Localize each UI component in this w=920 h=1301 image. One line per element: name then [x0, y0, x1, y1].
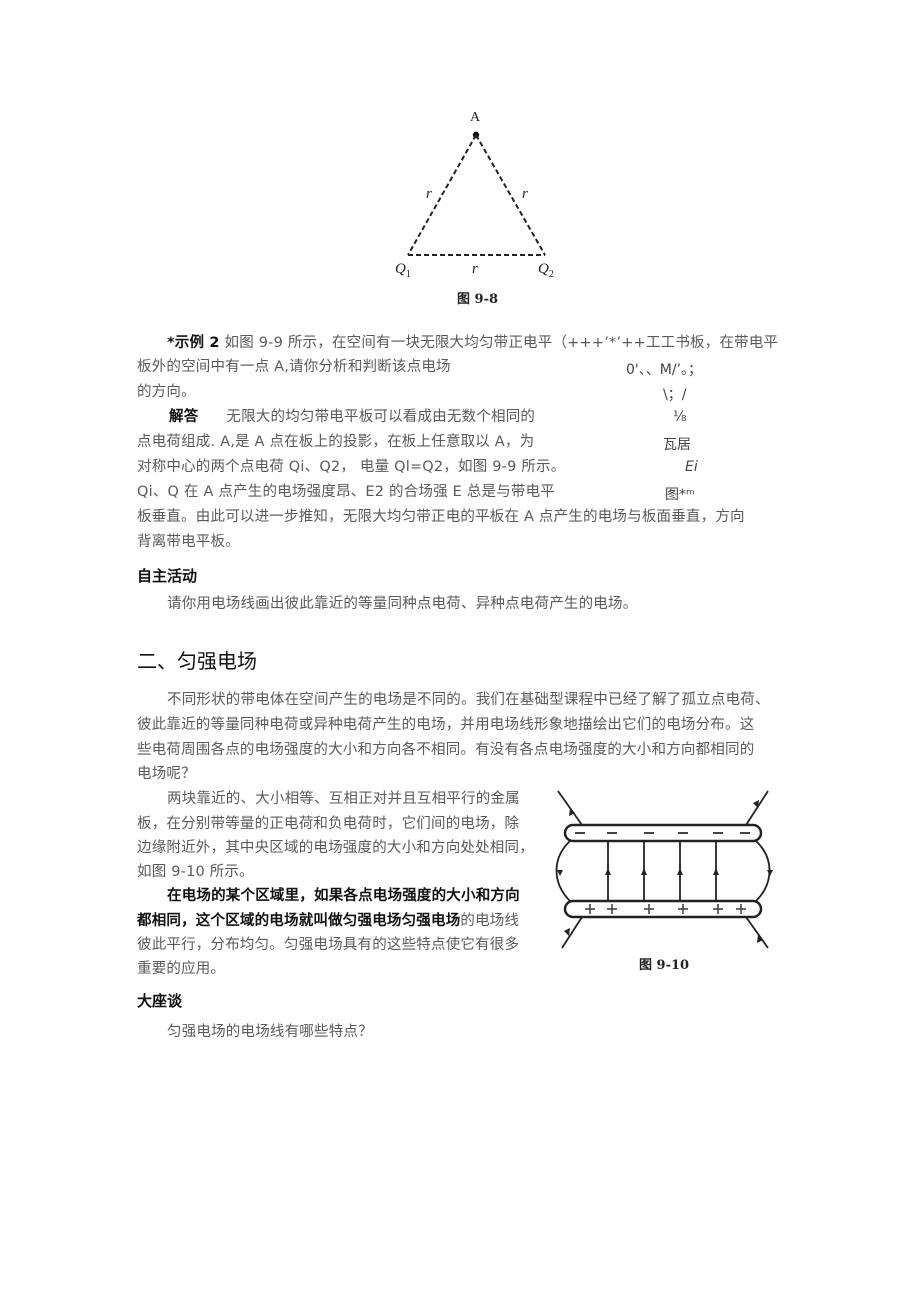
- section2-para2-line1: 两块靠近的、大小相等、互相正对并且互相平行的金属: [167, 791, 520, 807]
- figure-caption-9-10: 图 9-10: [639, 958, 690, 973]
- example2-line1: *示例 2 如图 9-9 所示，在空间有一块无限大均匀带正电平（+++’*’++…: [167, 335, 779, 351]
- example-marker: *示例 2: [167, 335, 220, 351]
- figure-9-8: A r r r Q1 Q2 图 9-8: [385, 108, 575, 308]
- section-heading: 二、匀强电场: [137, 649, 257, 673]
- equilateral-triangle-diagram: [407, 131, 546, 256]
- section2-para2-line3: 边缘附近外，其中央区域的电场强度的大小和方向处处相同，: [137, 840, 534, 856]
- answer-line6: 背离带电平板。: [137, 534, 240, 550]
- definition-line1: 在电场的某个区域里，如果各点电场强度的大小和方向: [167, 888, 520, 904]
- section2-para1-line3: 些电荷周围各点的电场强度的大小和方向各不相同。有没有各点电场强度的大小和方向都相…: [137, 742, 755, 758]
- activity-heading: 自主活动: [137, 567, 198, 585]
- example2-line3: 的方向。: [137, 384, 196, 400]
- section2-para1-line2: 彼此靠近的等量同种电荷或异种电荷产生的电场，并用电场线形象地描绘出它们的电场分布…: [137, 717, 755, 733]
- charge-label-q1: Q1: [395, 261, 411, 280]
- discussion-heading: 大座谈: [137, 992, 183, 1010]
- parallel-plates-field-diagram: [555, 790, 773, 949]
- side-label-bottom: r: [472, 261, 478, 277]
- activity-text: 请你用电场线画出彼此靠近的等量同种点电荷、异种点电荷产生的电场。: [167, 596, 638, 612]
- figure-9-10: 图 9-10: [552, 788, 778, 978]
- answer-ocr-artifact-2: 瓦居: [663, 437, 691, 453]
- answer-line2: 点电荷组成. A,是 A 点在板上的投影，在板上任意取以 A，为: [137, 434, 535, 450]
- answer-ocr-artifact-3: Ei: [685, 459, 698, 475]
- side-label-left: r: [426, 186, 432, 202]
- discussion-text: 匀强电场的电场线有哪些特点？: [167, 1024, 373, 1040]
- section2-para2-line4: 如图 9-10 所示。: [137, 864, 254, 880]
- section2-para2-line2: 板，在分别带等量的正电荷和负电荷时，它们间的电场，除: [137, 816, 520, 832]
- answer-line4: Qi、Q 在 A 点产生的电场强度昂、E2 的合场强 E 总是与带电平: [137, 484, 555, 500]
- answer-ocr-artifact-4: 图*ᵐ: [665, 487, 695, 503]
- figure-caption-9-8: 图 9-8: [457, 292, 499, 307]
- answer-line5: 板垂直。由此可以进一步推知，无限大均匀带正电的平板在 A 点产生的电场与板面垂直…: [137, 509, 745, 525]
- charge-label-q2: Q2: [538, 261, 554, 280]
- side-label-right: r: [522, 186, 528, 202]
- definition-line2: 都相同，这个区域的电场就叫做匀强电场匀强电场的电场线: [137, 913, 520, 929]
- vertex-label-a: A: [470, 110, 481, 125]
- example2-ocr-artifact-2: \；/: [663, 387, 687, 403]
- section2-para3-line3: 彼此平行，分布均匀。匀强电场具有的这些特点使它有很多: [137, 937, 520, 953]
- answer-label: 解答: [169, 409, 199, 425]
- answer-ocr-artifact-1: ⅛: [673, 409, 687, 425]
- section2-para1-line4: 电场呢？: [137, 766, 196, 782]
- answer-line3: 对称中心的两个点电荷 Qi、Q2， 电量 Ql=Q2，如图 9-9 所示。: [137, 459, 566, 475]
- section2-para1-line1: 不同形状的带电体在空间产生的电场是不同的。我们在基础型课程中已经了解了孤立点电荷…: [167, 692, 770, 708]
- answer-line1: 解答无限大的均匀带电平板可以看成由无数个相同的: [169, 409, 536, 425]
- example2-ocr-artifact-1: 0'、、M/’。；: [626, 362, 703, 378]
- section2-para3-line4: 重要的应用。: [137, 961, 226, 977]
- example2-line2: 板外的空间中有一点 A,请你分析和判断该点电场: [137, 359, 451, 375]
